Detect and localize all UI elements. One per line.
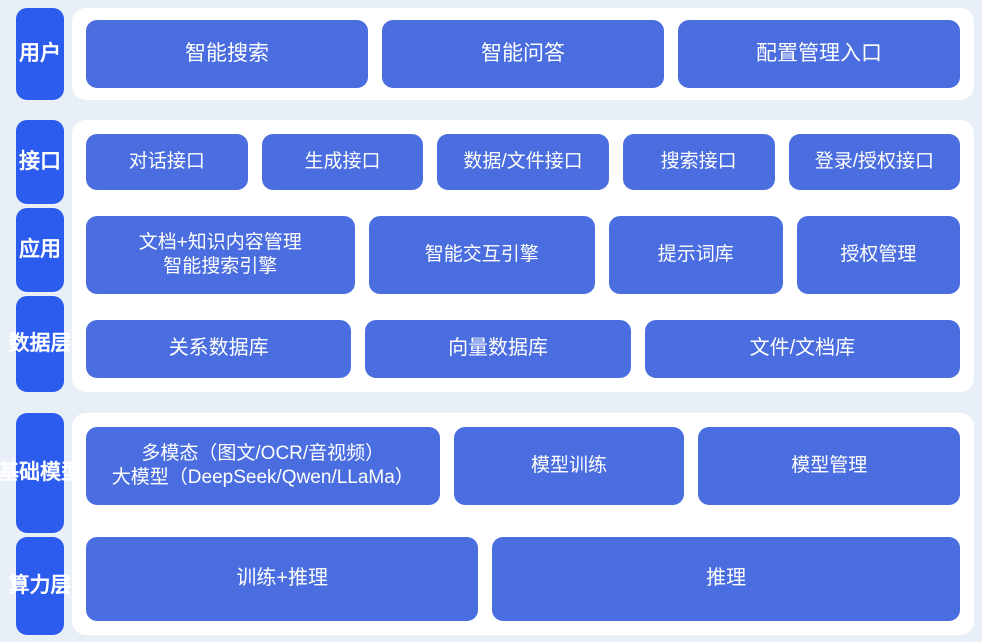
node-intelligent-search[interactable]: 智能搜索 [86, 20, 368, 88]
node-training-inference[interactable]: 训练+推理 [86, 537, 479, 621]
layer-tab-compute[interactable]: 算力层 [9, 537, 72, 635]
band-user-tab-rail: 用户 [16, 8, 64, 100]
node-inference[interactable]: 推理 [492, 537, 960, 621]
foundation-model-row: 多模态（图文/OCR/音视频） 大模型（DeepSeek/Qwen/LLaMa）… [86, 427, 960, 505]
interface-row: 对话接口 生成接口 数据/文件接口 搜索接口 登录/授权接口 [86, 134, 961, 190]
node-multimodal-large-model[interactable]: 多模态（图文/OCR/音视频） 大模型（DeepSeek/Qwen/LLaMa） [86, 427, 440, 505]
node-data-file-api[interactable]: 数据/文件接口 [437, 134, 609, 190]
node-model-training[interactable]: 模型训练 [453, 427, 685, 505]
band-foundation-panel: 多模态（图文/OCR/音视频） 大模型（DeepSeek/Qwen/LLaMa）… [72, 413, 974, 635]
node-intelligent-interaction-engine[interactable]: 智能交互引擎 [368, 216, 595, 294]
layer-tab-data[interactable]: 数据层 [9, 296, 72, 392]
band-user-row-1: 智能搜索 智能问答 配置管理入口 [86, 20, 960, 88]
data-row: 关系数据库 向量数据库 文件/文档库 [86, 320, 960, 378]
node-generation-api[interactable]: 生成接口 [261, 134, 424, 190]
node-config-management-entry[interactable]: 配置管理入口 [678, 20, 960, 88]
node-file-document-store[interactable]: 文件/文档库 [644, 320, 960, 378]
band-user-panel: 智能搜索 智能问答 配置管理入口 [72, 8, 974, 100]
node-model-management[interactable]: 模型管理 [698, 427, 960, 505]
band-middle-panel: 对话接口 生成接口 数据/文件接口 搜索接口 登录/授权接口 文档+知识内容管理… [72, 120, 974, 392]
node-intelligent-qa[interactable]: 智能问答 [382, 20, 664, 88]
node-document-knowledge-management[interactable]: 文档+知识内容管理 智能搜索引擎 [86, 216, 355, 294]
node-vector-database[interactable]: 向量数据库 [365, 320, 631, 378]
band-user: 用户 智能搜索 智能问答 配置管理入口 [0, 8, 982, 100]
node-dialog-api[interactable]: 对话接口 [86, 134, 248, 190]
node-login-auth-api[interactable]: 登录/授权接口 [788, 134, 961, 190]
band-middle-tab-rail: 接口 应用 数据层 [9, 120, 72, 392]
node-relational-database[interactable]: 关系数据库 [86, 320, 352, 378]
layer-tab-foundation-model[interactable]: 基础模型 [0, 413, 82, 533]
layer-tab-user[interactable]: 用户 [16, 8, 64, 100]
application-row: 文档+知识内容管理 智能搜索引擎 智能交互引擎 提示词库 授权管理 [86, 216, 960, 294]
band-foundation: 基础模型 算力层 多模态（图文/OCR/音视频） 大模型（DeepSeek/Qw… [0, 413, 982, 635]
layer-tab-interface[interactable]: 接口 [16, 120, 64, 204]
band-foundation-tab-rail: 基础模型 算力层 [0, 413, 82, 635]
node-prompt-library[interactable]: 提示词库 [608, 216, 783, 294]
band-middle: 接口 应用 数据层 对话接口 生成接口 数据/文件接口 搜索接口 登录/授权接口… [0, 120, 982, 392]
node-search-api[interactable]: 搜索接口 [622, 134, 775, 190]
node-authorization-management[interactable]: 授权管理 [796, 216, 960, 294]
layer-tab-application[interactable]: 应用 [16, 208, 64, 292]
compute-row: 训练+推理 推理 [86, 537, 960, 621]
